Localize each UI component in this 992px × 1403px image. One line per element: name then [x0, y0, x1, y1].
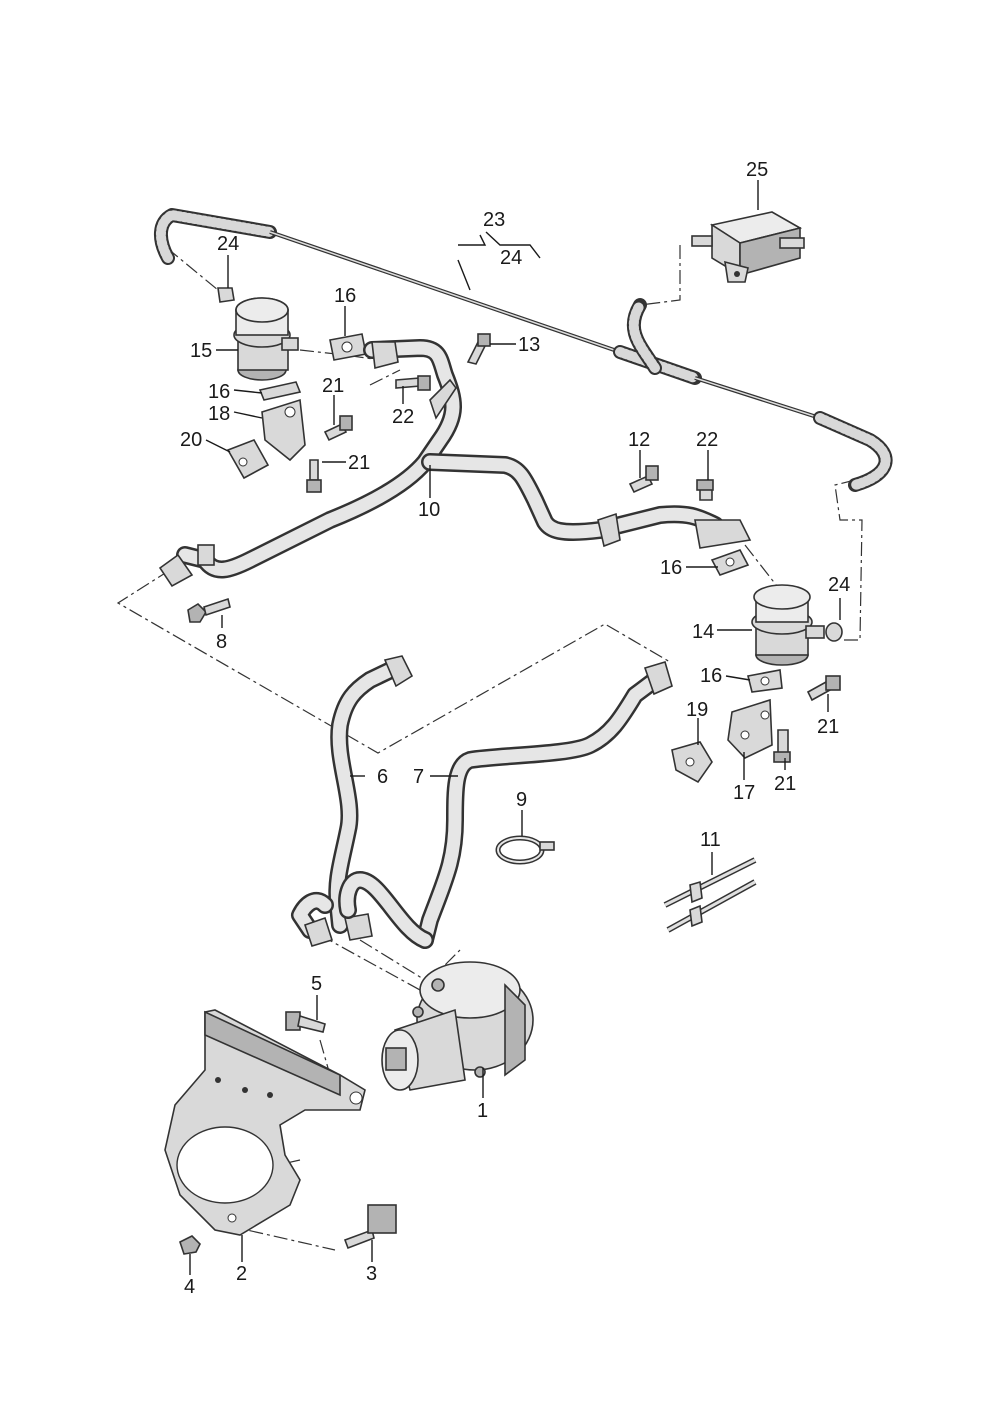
hose-clamp	[495, 835, 555, 865]
air-pipe-10	[158, 339, 752, 588]
callout-10: 10	[418, 499, 440, 521]
callout-21-c: 21	[817, 716, 839, 738]
cable-ties	[663, 857, 757, 933]
callout-21-a: 21	[322, 375, 344, 397]
callout-24-c: 24	[828, 574, 850, 596]
air-hose-6	[291, 655, 414, 947]
callout-23: 23	[483, 209, 505, 231]
callout-13: 13	[518, 334, 540, 356]
callout-22-a: 22	[392, 406, 414, 428]
bolt-8	[187, 597, 231, 623]
callout-17: 17	[733, 782, 755, 804]
callout-14: 14	[692, 621, 714, 643]
callout-16-d: 16	[700, 665, 722, 687]
solenoid-valve	[691, 211, 805, 283]
callout-18: 18	[208, 403, 230, 425]
callout-8: 8	[216, 631, 227, 653]
bolts-right	[628, 465, 841, 763]
air-hose-7	[338, 661, 673, 949]
callout-11: 11	[700, 829, 721, 851]
vacuum-line-assembly	[154, 208, 893, 492]
callout-12: 12	[628, 429, 650, 451]
nut-4	[179, 1235, 201, 1255]
callout-20: 20	[180, 429, 202, 451]
callout-5: 5	[311, 973, 322, 995]
callout-15: 15	[190, 340, 212, 362]
bolt-5	[285, 1011, 326, 1033]
callout-21-d: 21	[774, 773, 796, 795]
callout-25: 25	[746, 159, 768, 181]
callout-labels: 1 2 3 4 5 6 7 8 9 10 11 12 13 14 15 16 1…	[180, 159, 850, 1298]
callout-24-a: 24	[217, 233, 239, 255]
callout-16-c: 16	[660, 557, 682, 579]
callout-19: 19	[686, 699, 708, 721]
gaskets-and-flanges-left	[226, 333, 367, 480]
callout-6: 6	[377, 766, 388, 788]
callout-3: 3	[366, 1263, 377, 1285]
callout-4: 4	[184, 1276, 195, 1298]
callout-9: 9	[516, 789, 527, 811]
callout-22-b: 22	[696, 429, 718, 451]
gaskets-and-flanges-right	[671, 549, 783, 784]
callout-24-b: 24	[500, 247, 522, 269]
bolts-left	[306, 333, 491, 493]
callout-16-a: 16	[208, 381, 230, 403]
secondary-air-pump	[381, 961, 534, 1091]
callout-2: 2	[236, 1263, 247, 1285]
combination-valve-left	[217, 287, 299, 381]
callout-1: 1	[477, 1100, 488, 1122]
mounting-bracket	[164, 1009, 366, 1236]
callout-16-b: 16	[334, 285, 356, 307]
bolt-3	[343, 1204, 397, 1250]
combination-valve-right	[751, 584, 843, 666]
callout-7: 7	[413, 766, 424, 788]
callout-21-b: 21	[348, 452, 370, 474]
leader-lines	[189, 180, 841, 1275]
